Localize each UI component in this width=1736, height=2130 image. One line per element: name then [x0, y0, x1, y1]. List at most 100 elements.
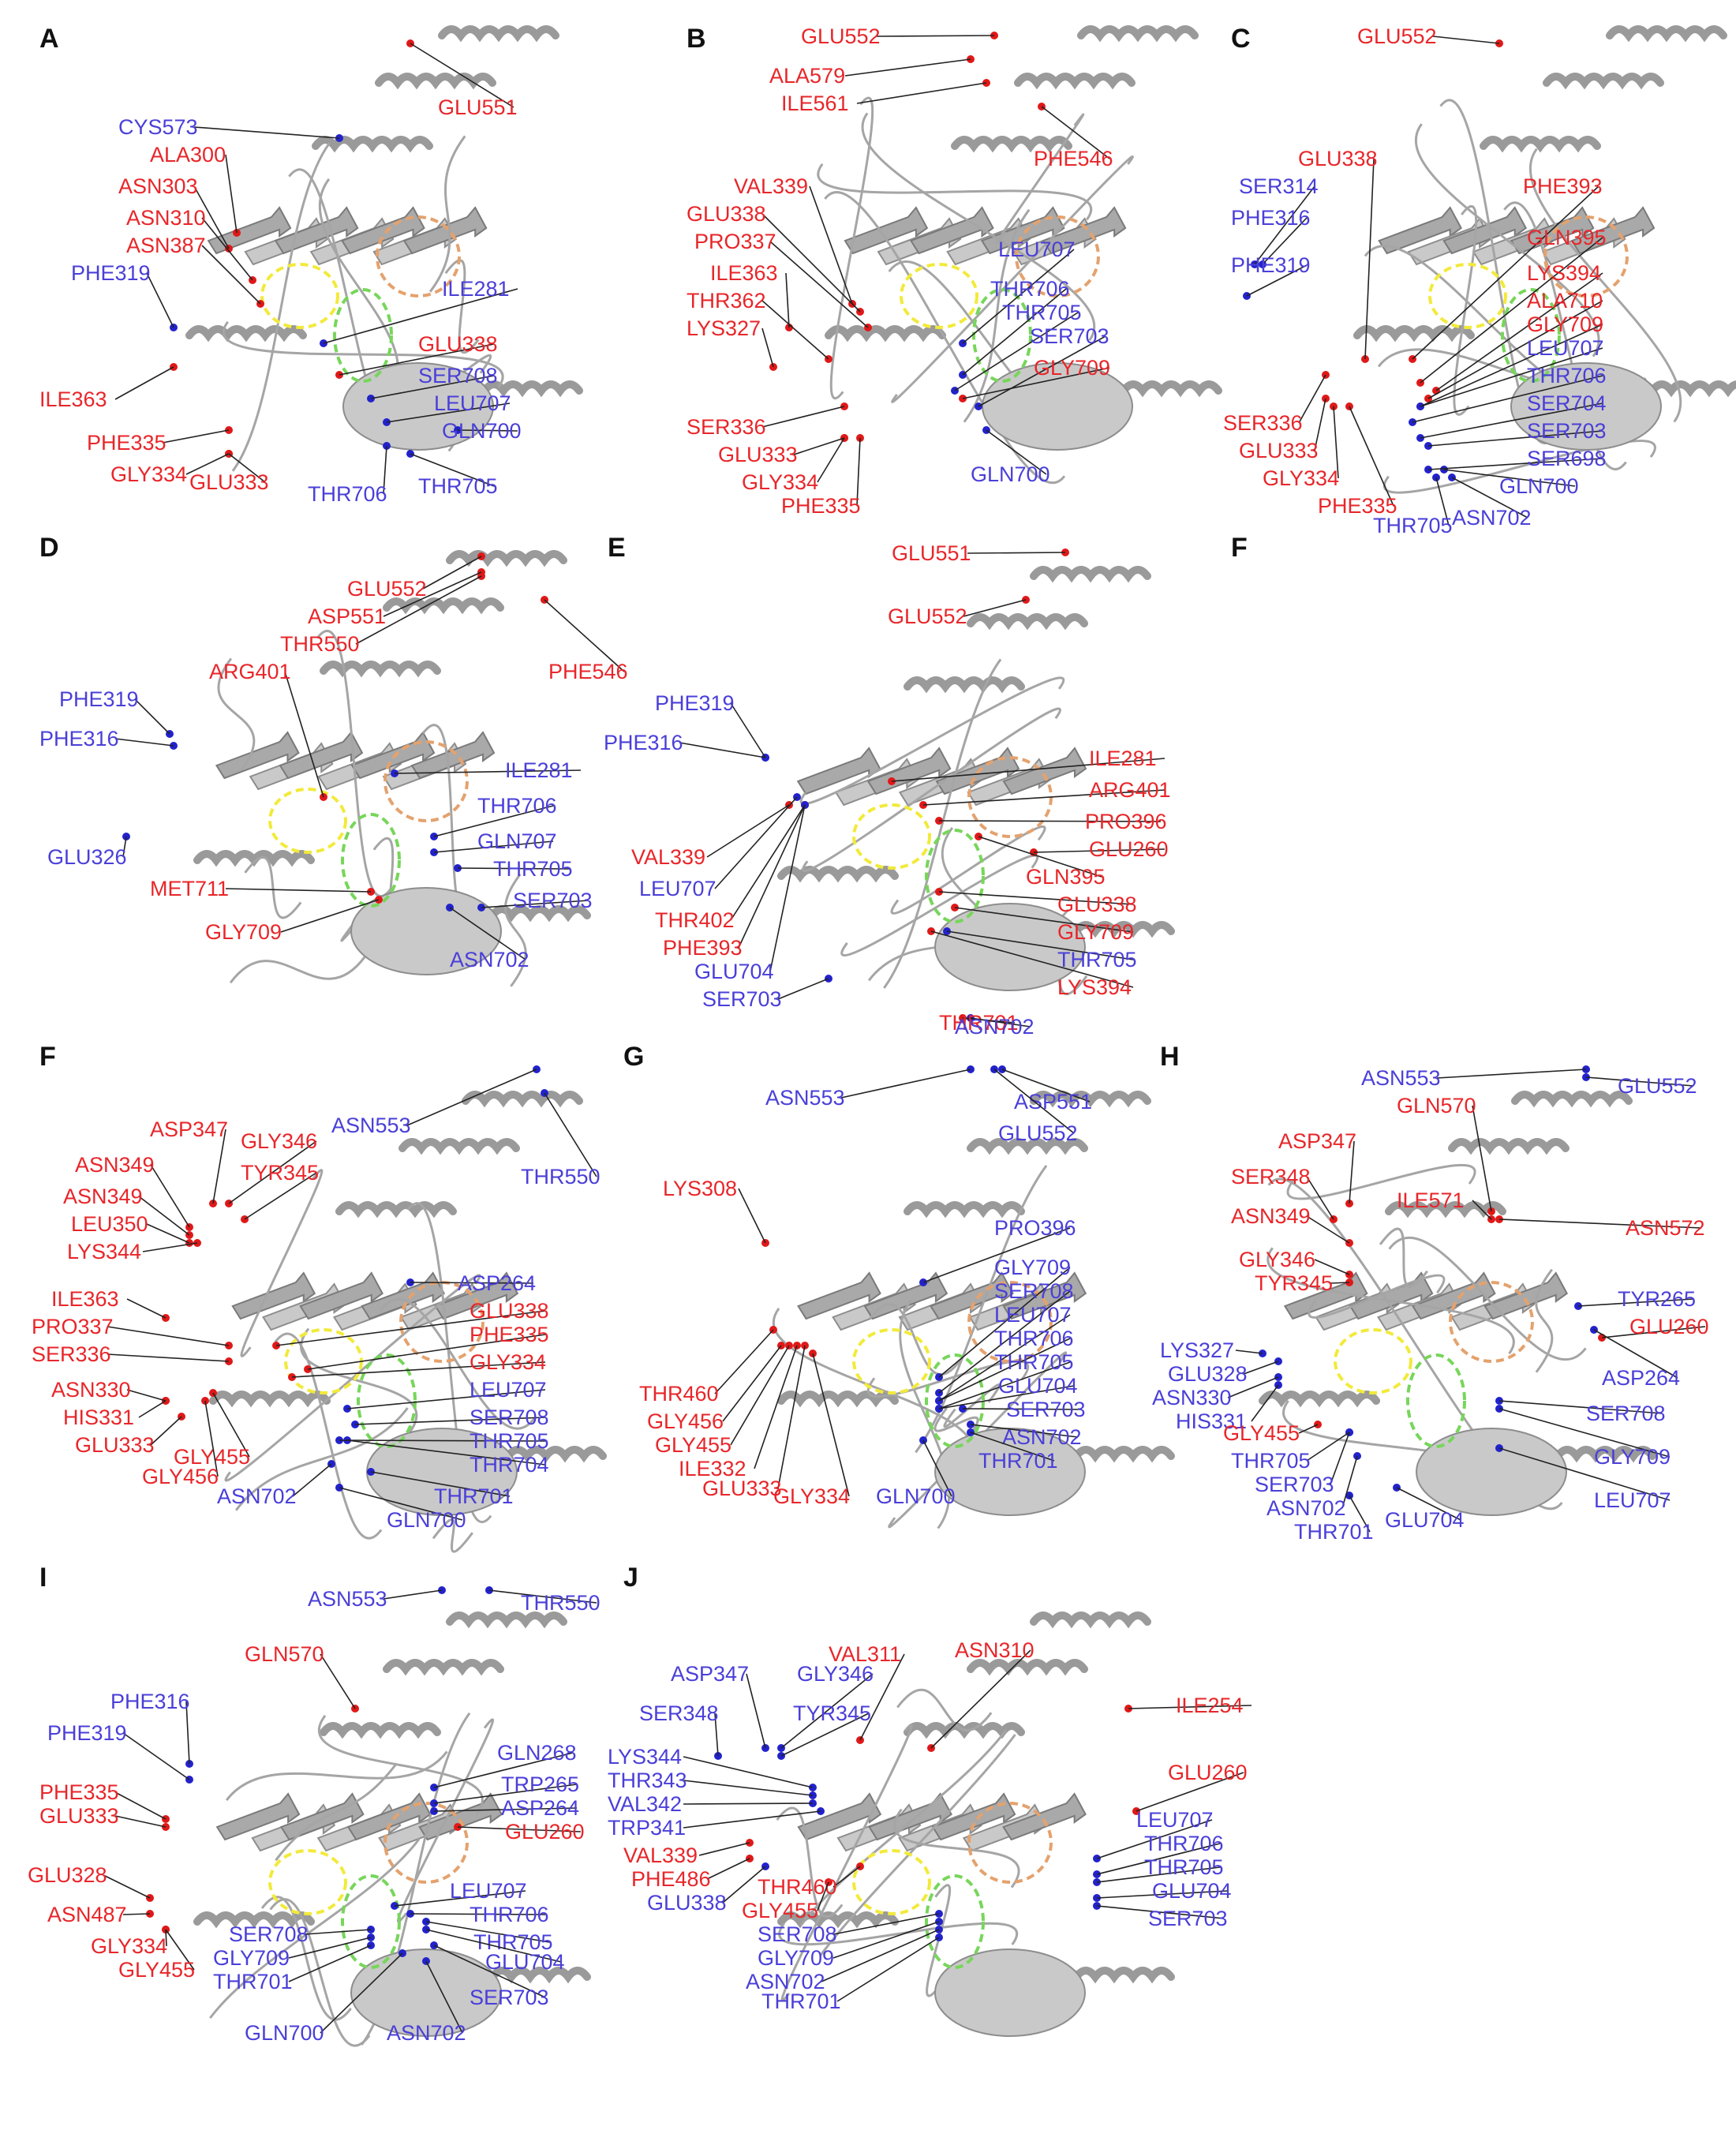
coil-loop	[800, 1729, 1008, 1926]
residue-label: GLY709	[1034, 356, 1110, 380]
residue-label: THR706	[990, 277, 1070, 301]
leader-line	[146, 1223, 190, 1244]
residue-label: THR705	[1002, 301, 1082, 324]
leader-line	[832, 1866, 861, 1888]
residue-label: GLU552	[888, 605, 967, 628]
helical-domain	[350, 1948, 502, 2037]
leader-line	[410, 1282, 534, 1284]
leader-line	[185, 1701, 190, 1765]
panel-letter: G	[623, 1042, 644, 1072]
residue-label: PHE546	[1034, 147, 1113, 170]
residue-label: ASN487	[47, 1903, 127, 1926]
residue-label: VAL339	[623, 1844, 698, 1867]
leader-line	[1262, 217, 1308, 265]
residue-label: PHE316	[39, 727, 119, 751]
residue-label: THR705	[493, 857, 573, 881]
alpha-helix	[383, 1659, 504, 1676]
leader-line	[777, 978, 829, 1000]
alpha-helix	[904, 1722, 1025, 1739]
residue-label: GLY334	[742, 470, 818, 494]
panel-i	[146, 1586, 591, 2047]
residue-label: TYR265	[1618, 1287, 1696, 1311]
residue-label: LYS308	[663, 1177, 737, 1200]
pocket-yellow	[852, 803, 931, 870]
residue-label: ILE254	[1176, 1694, 1244, 1717]
coil-loop	[995, 113, 1085, 245]
leader-line	[165, 1929, 195, 1971]
residue-label: GLU552	[1357, 24, 1437, 48]
leader-line	[970, 1424, 1079, 1438]
alpha-helix	[438, 25, 559, 43]
leader-line	[383, 445, 387, 495]
residue-label: VAL339	[734, 174, 808, 198]
residue-label: SER703	[702, 987, 782, 1011]
beta-strand	[274, 206, 359, 255]
residue-label: THR706	[477, 794, 557, 818]
residue-label: GLU704	[1385, 1508, 1465, 1532]
residue-label: THR705	[1231, 1449, 1311, 1473]
leader-line	[288, 1945, 372, 1982]
leader-line	[891, 758, 1165, 782]
leader-line	[978, 836, 1102, 878]
leader-line	[963, 599, 1027, 617]
alpha-helix	[1606, 25, 1727, 43]
residue-label: ASN303	[118, 174, 198, 198]
residue-label: PHE335	[470, 1323, 549, 1346]
leader-line	[1306, 1432, 1350, 1462]
leader-line	[859, 1653, 905, 1741]
residue-label: LEU707	[994, 1303, 1072, 1327]
residue-label: ASN572	[1626, 1216, 1705, 1240]
leader-line	[938, 1385, 1075, 1409]
leader-line	[103, 1874, 151, 1899]
leader-line	[346, 1439, 546, 1466]
pocket-orange	[1543, 215, 1629, 298]
protein-structures	[122, 25, 1736, 2047]
residue-label: ASN387	[126, 234, 206, 257]
residue-label: SER348	[1231, 1165, 1311, 1189]
pocket-green	[341, 813, 401, 908]
leader-line	[840, 1069, 971, 1099]
alpha-helix	[446, 550, 567, 567]
leader-line	[1436, 1069, 1587, 1079]
residue-label: ASN553	[765, 1086, 845, 1110]
leader-line	[930, 1649, 1031, 1749]
residue-label: GLU333	[189, 470, 269, 494]
residue-label: ASN702	[955, 1015, 1034, 1039]
leader-line	[1472, 1200, 1492, 1220]
residue-label: ASN349	[1231, 1204, 1311, 1228]
pocket-orange	[383, 1802, 469, 1884]
leader-line	[354, 1417, 546, 1425]
residue-label: GLY334	[110, 462, 187, 486]
residue-label: GLU333	[75, 1433, 155, 1457]
leader-line	[1096, 1905, 1225, 1919]
residue-label: CYS573	[118, 115, 198, 139]
residue-label: GLN570	[1397, 1094, 1476, 1117]
residue-label: LEU707	[1527, 336, 1604, 360]
coil-loop	[231, 142, 331, 472]
coil-loop	[217, 657, 256, 771]
leader-line	[821, 1929, 940, 1982]
alpha-helix	[967, 1138, 1088, 1155]
leader-line	[122, 1913, 151, 1915]
residue-label: ASP264	[458, 1271, 536, 1295]
panel-letter: H	[1160, 1042, 1180, 1072]
leader-line	[1306, 1215, 1350, 1244]
residue-label: SER703	[1006, 1398, 1086, 1421]
residue-label: ASP347	[150, 1117, 228, 1141]
residue-label: GLN700	[245, 2021, 324, 2045]
residue-label: ILE281	[442, 277, 510, 301]
residue-label: THR705	[994, 1350, 1074, 1374]
residue-label: ASP347	[1278, 1129, 1356, 1153]
beta-strand	[434, 1271, 519, 1320]
residue-label: THR705	[1373, 514, 1453, 537]
leader-line	[433, 1807, 578, 1812]
coil-loop	[802, 707, 1061, 873]
pocket-orange	[376, 215, 461, 298]
coil-loop	[224, 1274, 481, 1482]
leader-line	[1096, 1843, 1221, 1875]
residue-label: GLY334	[91, 1934, 167, 1958]
leader-line	[457, 1826, 582, 1832]
beta-strand	[279, 731, 364, 780]
residue-label: PHE319	[655, 691, 735, 715]
residue-label: GLU328	[28, 1863, 107, 1887]
